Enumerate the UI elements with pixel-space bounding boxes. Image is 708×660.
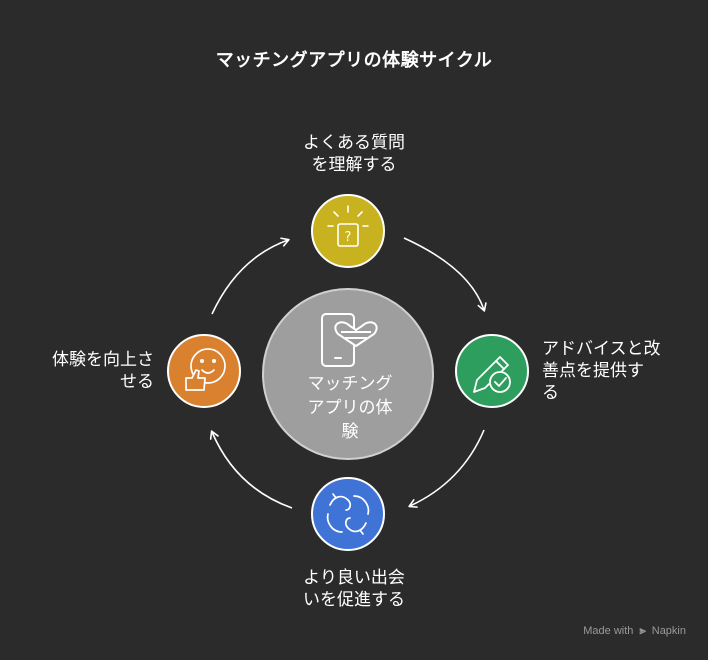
node-left-label: 体験を向上さ せる <box>8 349 154 393</box>
node-bottom-label: より良い出会 いを促進する <box>254 567 454 611</box>
node-top-label: よくある質問 を理解する <box>254 132 454 176</box>
center-label-line: 験 <box>341 422 359 442</box>
pencil-check-icon <box>473 356 511 393</box>
node-bottom-label-line: より良い出会 <box>303 568 405 588</box>
center-label: マッチング アプリの体 験 <box>284 372 416 444</box>
question-box-icon: ? <box>327 205 369 247</box>
arrow-right-to-bottom <box>408 429 485 508</box>
phone-heart-icon <box>321 313 378 367</box>
node-right-label-line: る <box>542 383 559 403</box>
arrow-left-to-top <box>211 237 290 315</box>
handshake-icon <box>326 493 370 535</box>
node-left-label-line: 体験を向上さ <box>52 350 154 370</box>
node-right-label-line: 善点を提供す <box>542 361 644 381</box>
node-right-label-line: アドバイスと改 <box>542 339 661 359</box>
diagram-title: マッチングアプリの体験サイクル <box>215 50 493 71</box>
node-bottom-label-line: いを促進する <box>303 590 405 610</box>
node-top-label-line: よくある質問 <box>303 133 405 153</box>
node-right-label: アドバイスと改 善点を提供す る <box>542 338 702 404</box>
center-circle <box>262 288 434 460</box>
node-top-circle <box>311 194 385 268</box>
thumbs-up-smile-icon <box>185 348 226 391</box>
center-label-line: マッチング <box>307 374 393 394</box>
napkin-logo-icon: ⪢ <box>639 625 646 637</box>
arrow-bottom-to-left <box>209 430 293 509</box>
watermark[interactable]: Made with ⪢ Napkin <box>583 625 686 638</box>
svg-text:?: ? <box>345 230 352 245</box>
node-right-circle <box>455 334 529 408</box>
watermark-prefix: Made with <box>583 625 634 637</box>
node-bottom-circle <box>311 477 385 551</box>
watermark-brand: Napkin <box>651 625 686 637</box>
node-top-label-line: を理解する <box>311 155 397 175</box>
center-label-line: アプリの体 <box>307 398 393 418</box>
arrow-top-to-right <box>403 237 487 312</box>
node-left-label-line: せる <box>120 372 154 392</box>
